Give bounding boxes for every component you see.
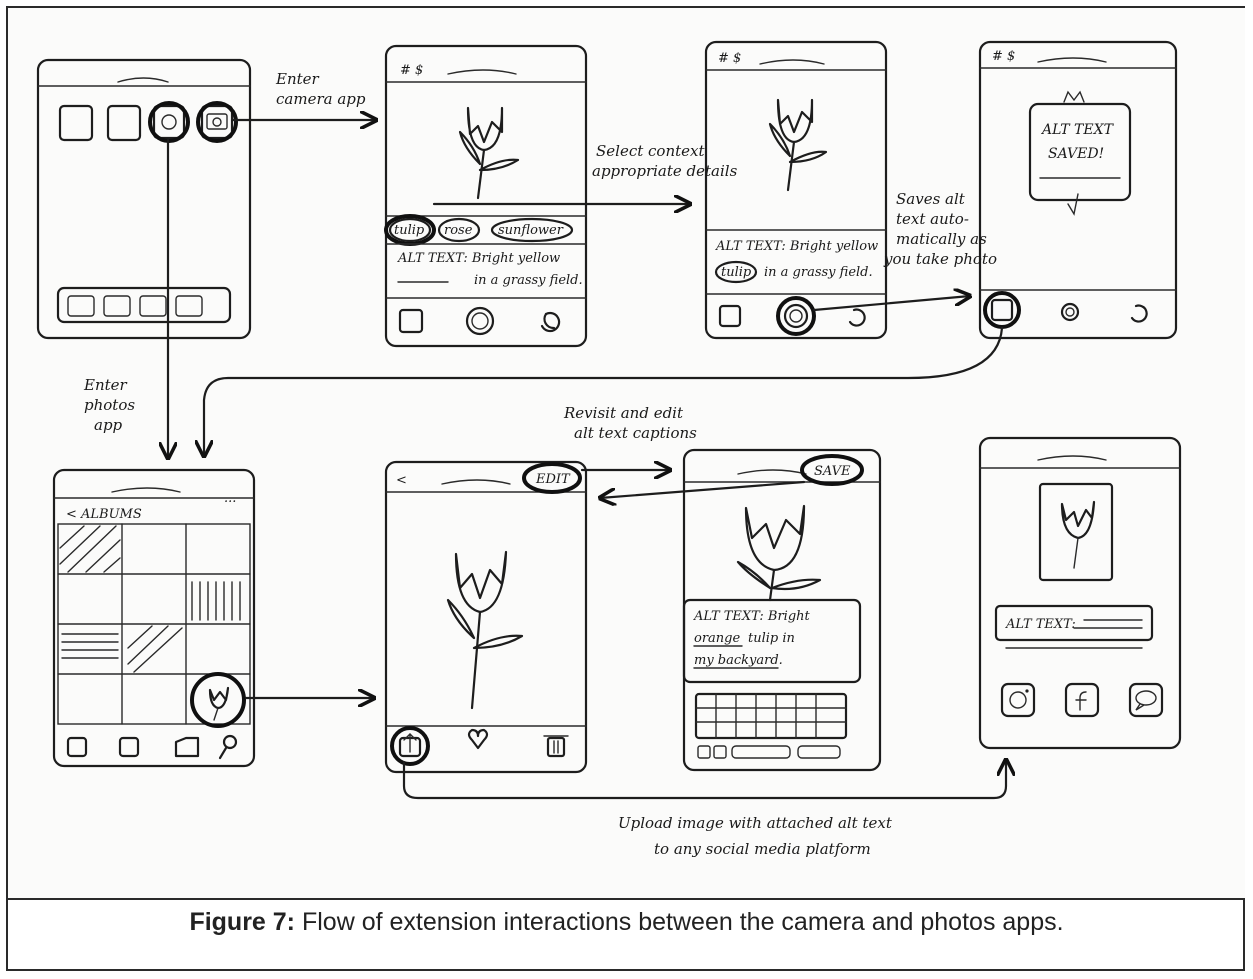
gallery-thumbnail-icon[interactable]: [718, 304, 742, 328]
save-button[interactable]: SAVE: [800, 454, 864, 486]
tulip-sketch: [736, 504, 822, 602]
shutter-icon[interactable]: [776, 296, 816, 336]
arrow-back-to-photo-view: [600, 480, 806, 498]
chip-label: rose: [444, 223, 473, 238]
instagram-icon[interactable]: [1000, 682, 1036, 718]
search-tab-icon[interactable]: [218, 734, 238, 760]
flip-camera-icon[interactable]: [848, 308, 866, 327]
chip-tulip-inserted[interactable]: tulip: [714, 260, 758, 284]
note-saves-alt: text auto-: [896, 210, 969, 228]
library-tab-icon[interactable]: [66, 736, 88, 758]
messages-icon[interactable]: [1128, 682, 1164, 718]
tulip-sketch: [768, 98, 828, 192]
alt-text-line: tulip in: [748, 631, 795, 646]
alt-text-highlight: orange: [694, 631, 740, 646]
shutter-icon[interactable]: [465, 306, 495, 336]
chip-label: tulip: [394, 223, 425, 238]
tulip-sketch: [458, 106, 520, 200]
alt-text-saved-screen-phone: # $ ALT TEXT SAVED!: [978, 40, 1178, 340]
note-enter-photos: Enter: [83, 376, 128, 394]
albums-back-link[interactable]: < ALBUMS: [66, 507, 142, 522]
chip-label: tulip: [721, 265, 752, 280]
status-bar-text: # $: [718, 51, 741, 66]
note-enter-camera: camera app: [276, 90, 366, 108]
annotations: Enter camera app Select context appropri…: [83, 70, 997, 858]
figure-caption: Figure 7: Flow of extension interactions…: [8, 908, 1245, 937]
figure-caption-text: Flow of extension interactions between t…: [301, 908, 1064, 936]
sketch-area: # $ tulip rose sunflower ALT TEXT: Brigh…: [8, 8, 1245, 898]
photos-app-icon[interactable]: [148, 101, 190, 143]
camera-selected-screen-phone: # $ ALT TEXT: Bright yellow tulip in a g…: [704, 40, 888, 340]
note-select-details: Select context: [596, 142, 705, 160]
note-saves-alt: you take photo: [883, 250, 997, 268]
chip-tulip[interactable]: tulip: [384, 214, 436, 246]
back-arrow-icon[interactable]: <: [396, 473, 407, 488]
chip-sunflower[interactable]: sunflower: [490, 217, 574, 243]
alt-text-field[interactable]: ALT TEXT:: [994, 604, 1154, 649]
home-screen-phone: [36, 58, 252, 340]
app-icon[interactable]: [58, 104, 94, 142]
alt-text-line: in a grassy field.: [474, 273, 583, 288]
alt-text-editor[interactable]: ALT TEXT: Bright orange tulip in my back…: [682, 598, 862, 684]
camera-app-icon[interactable]: [196, 101, 238, 143]
keyboard[interactable]: [694, 692, 848, 759]
note-upload: to any social media platform: [654, 840, 871, 858]
heart-icon[interactable]: [467, 728, 489, 750]
saved-message-line: ALT TEXT: [1040, 122, 1115, 138]
alt-text-line: ALT TEXT: Bright yellow: [397, 251, 560, 266]
for-you-tab-icon[interactable]: [118, 736, 140, 758]
app-icon[interactable]: [106, 104, 142, 142]
note-saves-alt: matically as: [896, 230, 987, 248]
status-bar-text: # $: [400, 63, 423, 78]
chip-label: sunflower: [498, 223, 564, 238]
trash-icon[interactable]: [543, 735, 569, 758]
edit-button[interactable]: EDIT: [522, 462, 582, 494]
share-icon[interactable]: [390, 726, 430, 766]
photo-grid: [57, 523, 251, 725]
note-upload: Upload image with attached alt text: [618, 814, 893, 832]
alt-text-label: ALT TEXT:: [1005, 617, 1076, 632]
share-screen-phone: ALT TEXT:: [978, 436, 1182, 750]
gallery-thumbnail-icon[interactable]: [983, 291, 1021, 329]
dock: [56, 286, 232, 324]
photo-view-screen-phone: < EDIT: [384, 460, 588, 774]
more-options-icon[interactable]: ...: [224, 491, 236, 506]
tulip-sketch: [446, 550, 524, 710]
figure-label: Figure 7:: [189, 908, 296, 936]
alt-text-line: ALT TEXT: Bright yellow: [715, 239, 878, 254]
save-button-label: SAVE: [814, 464, 851, 479]
edit-alt-text-screen-phone: SAVE ALT TEXT: Bright orange tulip in my…: [682, 448, 882, 772]
note-enter-photos: photos: [84, 396, 135, 414]
flip-camera-icon[interactable]: [1130, 304, 1148, 323]
edit-button-label: EDIT: [535, 472, 571, 487]
note-enter-photos: app: [94, 416, 123, 434]
note-revisit: alt text captions: [574, 424, 697, 442]
flow-sketch: # $ tulip rose sunflower ALT TEXT: Brigh…: [36, 40, 1182, 858]
shutter-icon[interactable]: [1060, 302, 1080, 322]
chip-rose[interactable]: rose: [437, 217, 481, 243]
arrow-to-share: [402, 760, 1006, 800]
camera-screen-phone: # $ tulip rose sunflower ALT TEXT: Brigh…: [384, 44, 588, 348]
gallery-thumbnail-icon[interactable]: [398, 308, 424, 334]
flow-arrows: [168, 120, 1006, 800]
alt-text-line: my backyard.: [694, 653, 783, 668]
facebook-icon[interactable]: [1064, 682, 1100, 718]
alt-text-line: in a grassy field.: [764, 265, 873, 280]
shared-photo-preview: [1038, 482, 1114, 582]
albums-screen-phone: < ALBUMS ...: [52, 468, 256, 768]
note-select-details: appropriate details: [592, 162, 738, 180]
tulip-photo-thumbnail[interactable]: [190, 672, 246, 728]
saved-toast: ALT TEXT SAVED!: [1028, 90, 1132, 216]
status-bar-text: # $: [992, 49, 1015, 64]
alt-text-line: ALT TEXT: Bright: [693, 609, 811, 624]
arrow-to-saved: [812, 296, 970, 312]
note-enter-camera: Enter: [275, 70, 320, 88]
note-revisit: Revisit and edit: [563, 404, 684, 422]
albums-tab-icon[interactable]: [174, 736, 200, 758]
arrow-saved-to-albums: [204, 326, 1004, 456]
saved-message-line: SAVED!: [1048, 146, 1104, 162]
caption-divider: [8, 898, 1245, 900]
note-saves-alt: Saves alt: [896, 190, 966, 208]
flip-camera-icon[interactable]: [540, 311, 561, 333]
